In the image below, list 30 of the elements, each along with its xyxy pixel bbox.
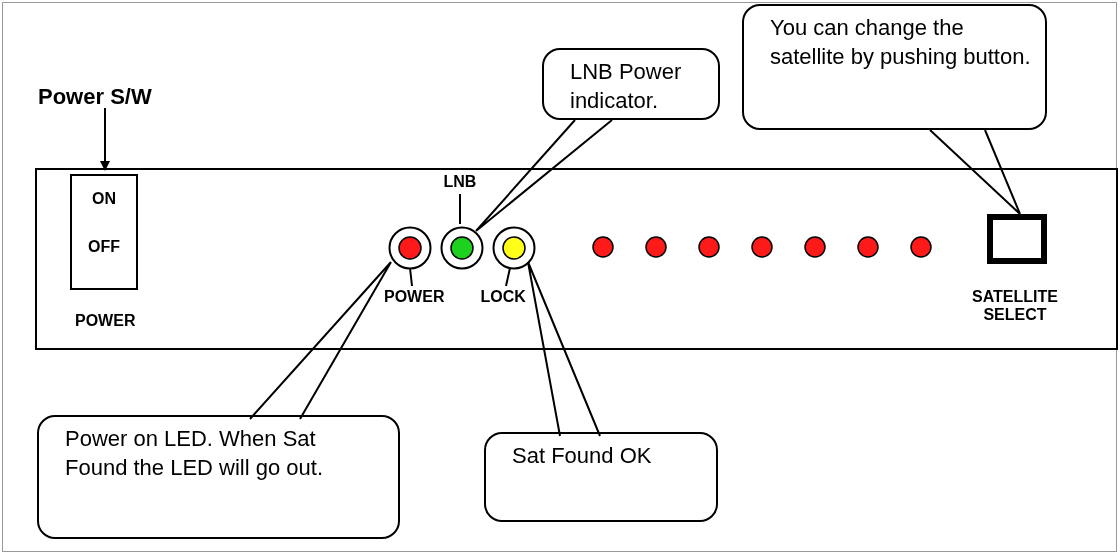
- led-indicator: [857, 236, 879, 258]
- panel-label: LOCK: [480, 288, 526, 306]
- panel-label: LNB: [443, 173, 477, 191]
- callout-tail: [249, 261, 392, 420]
- switch-label: ON: [91, 190, 117, 208]
- callout-bubble: LNB Power indicator.: [542, 48, 720, 120]
- callout-bubble: You can change the satellite by pushing button.: [742, 4, 1047, 130]
- led-indicator: [492, 226, 536, 270]
- device-panel: [35, 168, 1118, 350]
- led-indicator: [388, 226, 432, 270]
- switch-label: OFF: [87, 238, 121, 256]
- panel-label: SATELLITE SELECT: [971, 288, 1059, 324]
- led-indicator: [804, 236, 826, 258]
- rocker-switch: [70, 174, 138, 290]
- callout-bubble: Sat Found OK: [484, 432, 718, 522]
- panel-label: POWER: [75, 312, 136, 330]
- callout-bubble: Power on LED. When Sat Found the LED will go out.: [37, 415, 400, 539]
- led-indicator: [440, 226, 484, 270]
- led-indicator: [751, 236, 773, 258]
- led-indicator: [592, 236, 614, 258]
- led-indicator: [645, 236, 667, 258]
- callout-tail: [475, 119, 613, 232]
- arrow: [100, 107, 110, 171]
- switch-caption: Power S/W: [38, 84, 188, 114]
- panel-label: POWER: [384, 288, 445, 306]
- select-button: [987, 214, 1047, 264]
- callout-tail: [929, 129, 1021, 215]
- led-indicator: [698, 236, 720, 258]
- callout-tail: [527, 261, 601, 437]
- led-indicator: [910, 236, 932, 258]
